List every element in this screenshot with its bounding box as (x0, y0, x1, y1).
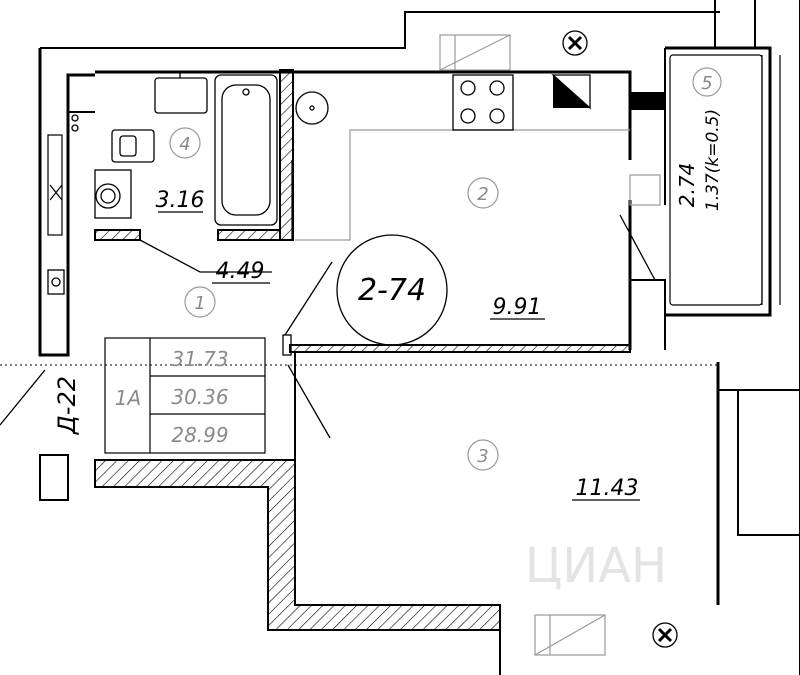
bathroom-fixtures (47, 73, 329, 295)
stair-block (534, 614, 678, 656)
room-4-label: 4 3.16 (156, 127, 205, 213)
doors (0, 160, 656, 439)
apartment-code-label: 2-74 (336, 234, 448, 346)
toilet-icon (111, 129, 155, 163)
room-2-area: 9.91 (493, 295, 542, 320)
sink-icon (154, 77, 208, 114)
room-1-area: 4.49 (216, 259, 265, 284)
stove-icon (452, 74, 514, 131)
hatched-walls (94, 69, 665, 631)
fan-icon (562, 30, 588, 56)
svg-text:4: 4 (179, 134, 190, 155)
living-area-value: 28.99 (171, 423, 228, 447)
kitchen-sink-icon (295, 91, 329, 125)
balcony: 5 2.74 1.37(k=0.5) (669, 54, 781, 306)
room-5-area: 2.74 (675, 163, 699, 208)
svg-text:2: 2 (477, 184, 488, 205)
svg-text:1: 1 (194, 293, 205, 314)
room-3-area: 11.43 (576, 476, 639, 501)
watermark: ЦИАН (525, 538, 667, 594)
svg-text:Д-22: Д-22 (53, 376, 81, 435)
room-5-number: 5 (701, 73, 712, 94)
section-label: Д-22 (53, 376, 81, 435)
fan-icon-lower (652, 622, 678, 648)
room-2-label: 2 9.91 (467, 177, 545, 320)
svg-text:3: 3 (477, 446, 488, 467)
room-1-label: 4.49 1 (184, 259, 270, 318)
apartment-type-label: 1A (115, 386, 141, 410)
bathtub-icon (214, 74, 278, 226)
room-4-area: 3.16 (156, 188, 205, 213)
total-area-value: 31.73 (171, 347, 228, 371)
kitchen-fixtures (295, 30, 661, 241)
exterior-walls (38, 0, 800, 675)
svg-text:2-74: 2-74 (358, 273, 426, 308)
room-5-area-note: 1.37(k=0.5) (703, 109, 723, 211)
room-5-number-circle (692, 67, 722, 97)
area-table: 1A 31.73 30.36 28.99 (104, 337, 266, 454)
washing-machine-icon (94, 169, 132, 219)
net-area-value: 30.36 (171, 385, 228, 409)
room-3-label: 3 11.43 (467, 439, 640, 501)
leader-line (139, 239, 272, 273)
